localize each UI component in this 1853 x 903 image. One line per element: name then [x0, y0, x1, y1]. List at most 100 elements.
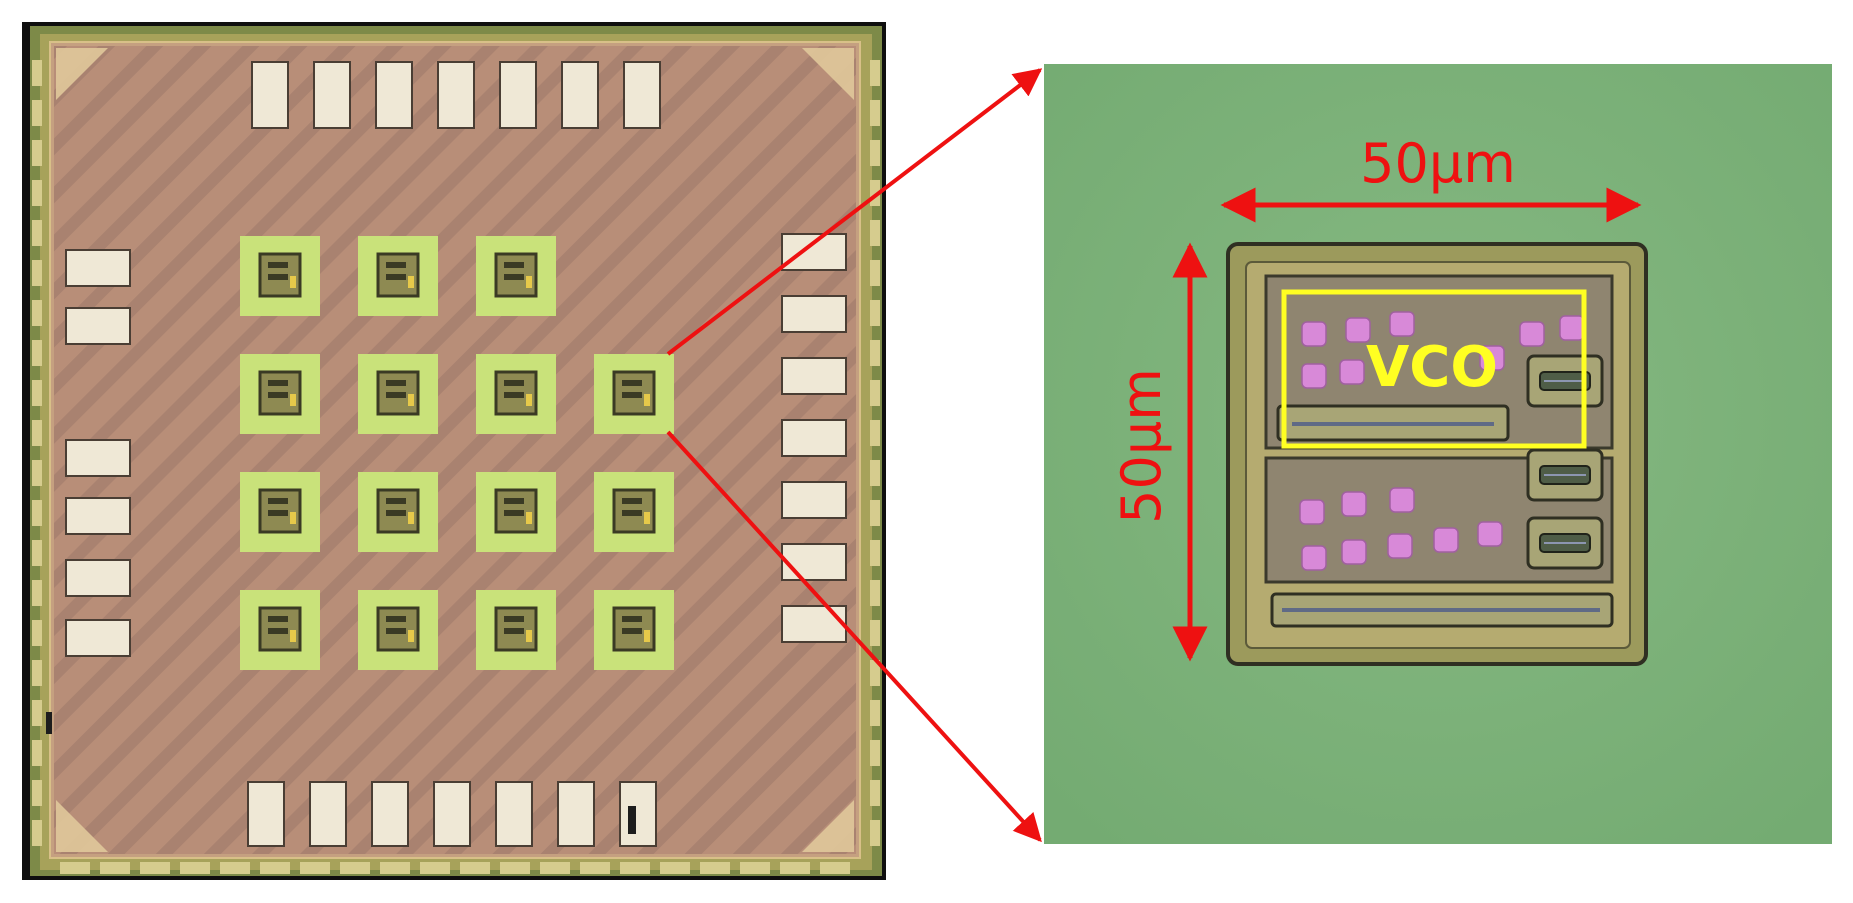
- seal-tick: [32, 380, 42, 406]
- sensor-detail: [504, 392, 524, 398]
- seal-tick: [870, 260, 880, 286]
- bond-pads: [65, 61, 847, 847]
- bond-pad: [433, 781, 471, 847]
- via: [1299, 499, 1325, 525]
- seal-tick: [870, 540, 880, 566]
- sensor-core: [494, 606, 538, 652]
- seal-tick: [32, 500, 42, 526]
- transistor-blocks: [1526, 354, 1604, 570]
- sensor-detail: [644, 512, 650, 524]
- seal-tick: [32, 700, 42, 726]
- sensor-detail: [386, 498, 406, 504]
- seal-tick: [220, 862, 250, 874]
- sensor-detail: [622, 498, 642, 504]
- via: [1345, 317, 1371, 343]
- sensor-detail: [622, 628, 642, 634]
- sensor-cell-grid: [240, 236, 674, 670]
- seal-tick: [340, 862, 370, 874]
- bond-pad: [561, 61, 599, 129]
- via: [1477, 521, 1503, 547]
- sensor-detail: [644, 630, 650, 642]
- bond-pad: [65, 497, 131, 535]
- seal-tick: [32, 580, 42, 606]
- die-defect: [628, 806, 636, 834]
- via: [1301, 545, 1327, 571]
- sensor-detail: [526, 630, 532, 642]
- sensor-core: [258, 370, 302, 416]
- seal-tick: [870, 460, 880, 486]
- sensor-detail: [408, 512, 414, 524]
- via: [1519, 321, 1545, 347]
- die-core: [54, 46, 856, 854]
- sensor-detail: [268, 628, 288, 634]
- sensor-detail: [622, 616, 642, 622]
- sensor-detail: [408, 630, 414, 642]
- seal-tick: [870, 780, 880, 806]
- sensor-detail: [504, 274, 524, 280]
- sensor-detail: [268, 616, 288, 622]
- seal-tick: [32, 60, 42, 86]
- sensor-detail: [504, 510, 524, 516]
- bond-pad: [781, 481, 847, 519]
- sensor-detail: [504, 628, 524, 634]
- seal-tick: [580, 862, 610, 874]
- zoom-indicator: [666, 68, 1043, 843]
- sensor-detail: [268, 380, 288, 386]
- seal-tick: [260, 862, 290, 874]
- sensor-detail: [504, 616, 524, 622]
- sensor-detail: [268, 274, 288, 280]
- seal-tick: [460, 862, 490, 874]
- sensor-detail: [526, 276, 532, 288]
- sensor-detail: [644, 394, 650, 406]
- seal-tick: [870, 660, 880, 686]
- seal-tick: [380, 862, 410, 874]
- sensor-detail: [386, 274, 406, 280]
- bond-pad: [557, 781, 595, 847]
- bond-pad: [313, 61, 351, 129]
- bond-pad: [499, 61, 537, 129]
- bond-pad: [309, 781, 347, 847]
- sensor-detail: [504, 262, 524, 268]
- bond-pad: [495, 781, 533, 847]
- sensor-detail: [504, 498, 524, 504]
- sensor-detail: [386, 616, 406, 622]
- bond-pad: [65, 439, 131, 477]
- die-defect: [46, 712, 52, 734]
- seal-tick: [870, 620, 880, 646]
- sensor-detail: [408, 276, 414, 288]
- seal-tick: [870, 820, 880, 846]
- via: [1387, 533, 1413, 559]
- seal-tick: [420, 862, 450, 874]
- seal-tick: [32, 620, 42, 646]
- bond-pad: [781, 605, 847, 643]
- seal-tick: [540, 862, 570, 874]
- seal-tick: [32, 100, 42, 126]
- sensor-detail: [526, 394, 532, 406]
- seal-tick: [32, 220, 42, 246]
- bond-pad: [65, 559, 131, 597]
- sensor-detail: [290, 630, 296, 642]
- seal-tick: [32, 540, 42, 566]
- seal-tick: [32, 420, 42, 446]
- sensor-detail: [526, 512, 532, 524]
- seal-tick: [700, 862, 730, 874]
- vco-highlight-box: [1281, 289, 1587, 449]
- sensor-detail: [268, 510, 288, 516]
- sensor-detail: [268, 498, 288, 504]
- sensor-detail: [386, 628, 406, 634]
- seal-tick: [870, 500, 880, 526]
- seal-tick: [500, 862, 530, 874]
- via: [1479, 345, 1505, 371]
- seal-tick: [820, 862, 850, 874]
- bond-pad: [375, 61, 413, 129]
- seal-tick: [870, 300, 880, 326]
- bond-pad: [65, 619, 131, 657]
- seal-tick: [870, 340, 880, 366]
- seal-tick: [780, 862, 810, 874]
- via: [1341, 491, 1367, 517]
- seal-tick: [32, 260, 42, 286]
- seal-tick: [140, 862, 170, 874]
- sensor-detail: [622, 380, 642, 386]
- seal-tick: [660, 862, 690, 874]
- seal-tick: [32, 180, 42, 206]
